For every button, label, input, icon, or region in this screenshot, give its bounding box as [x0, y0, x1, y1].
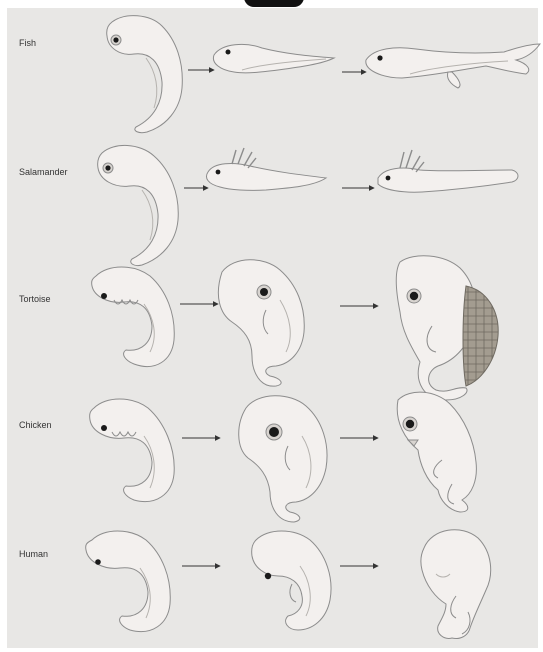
embryo-chicken-stage-2 — [239, 396, 327, 522]
embryo-human-stage-2 — [252, 531, 331, 630]
embryo-fish-stage-1 — [107, 16, 183, 133]
embryo-salamander-stage-3 — [378, 150, 518, 192]
embryo-chicken-stage-3 — [397, 392, 476, 512]
embryo-salamander-stage-2 — [207, 148, 327, 190]
embryo-fish-stage-3 — [366, 44, 540, 88]
embryo-human-stage-1 — [86, 531, 171, 632]
embryo-tortoise-stage-3 — [396, 256, 498, 400]
embryo-fish-stage-2 — [213, 44, 334, 72]
embryo-human-stage-3 — [421, 530, 491, 639]
embryo-salamander-stage-1 — [98, 145, 179, 265]
embryo-tortoise-stage-2 — [218, 260, 304, 386]
embryo-chicken-stage-1 — [90, 399, 175, 502]
embryo-tortoise-stage-1 — [92, 267, 175, 367]
